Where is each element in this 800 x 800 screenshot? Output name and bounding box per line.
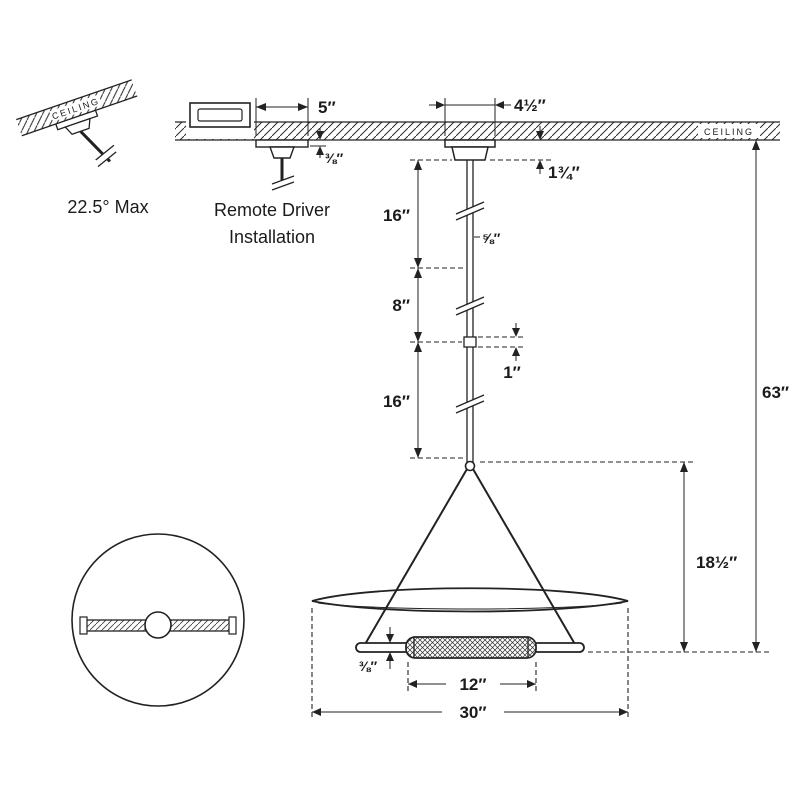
yoke-arm-right (472, 468, 577, 647)
dim-shade-width: 30″ (459, 703, 486, 722)
remote-driver-label-line2: Installation (229, 227, 315, 247)
dim-overall-height: 63″ (762, 383, 789, 402)
dim-stem-diameter: ⅝″ (482, 230, 501, 246)
canopy-plate (444, 139, 496, 148)
stem-coupler (463, 336, 477, 348)
driver-box (189, 102, 251, 128)
dim-frame-drop: 18½″ (696, 553, 737, 572)
top-view-arm-cap-left (79, 616, 88, 635)
dim-stem-lower: 16″ (383, 392, 410, 411)
dim-driver-canopy-thickness: ⅜″ (325, 150, 344, 166)
shade (311, 587, 629, 613)
dim-bar-thickness: ⅜″ (359, 658, 378, 674)
max-angle-label: 22.5° Max (67, 197, 148, 217)
fixture (311, 139, 629, 659)
driver-box-inner (197, 108, 243, 122)
top-view (71, 533, 245, 707)
top-view-hub (144, 611, 172, 639)
stem-break-middle (455, 296, 485, 316)
dim-canopy-height: 1¾″ (548, 163, 580, 182)
driver-canopy-body (269, 146, 295, 159)
stem-break-upper (455, 201, 485, 221)
ceiling-label-right: CEILING (704, 127, 754, 137)
canopy-body (451, 146, 489, 161)
top-view-arm-cap-right (228, 616, 237, 635)
ceiling-band (175, 122, 780, 140)
shade-rim (317, 602, 623, 610)
dim-coupler: 1″ (503, 363, 521, 382)
yoke-arm-left (363, 468, 468, 647)
remote-driver-label-line1: Remote Driver (214, 200, 330, 220)
dimensions: 4½″ 1¾″ 16″ 8″ 16″ ⅝″ 1″ (311, 96, 789, 722)
main-ceiling: CEILING (175, 121, 780, 141)
dim-lamp-width: 12″ (459, 675, 486, 694)
dim-driver-canopy-width: 5″ (318, 98, 336, 117)
sloped-ceiling-detail: CEILING 22.5° Max (16, 79, 149, 217)
remote-driver-detail: 5″ ⅜″ Remote Driver Installation (186, 98, 343, 247)
stem-break-lower (455, 394, 485, 414)
dim-canopy-width: 4½″ (514, 96, 546, 115)
dim-stem-middle: 8″ (392, 296, 410, 315)
sloped-canopy-body (64, 117, 91, 136)
dim-stem-upper: 16″ (383, 206, 410, 225)
ceiling-label-bg (49, 94, 103, 122)
yoke-ring (464, 460, 476, 472)
driver-canopy-plate (255, 139, 309, 148)
